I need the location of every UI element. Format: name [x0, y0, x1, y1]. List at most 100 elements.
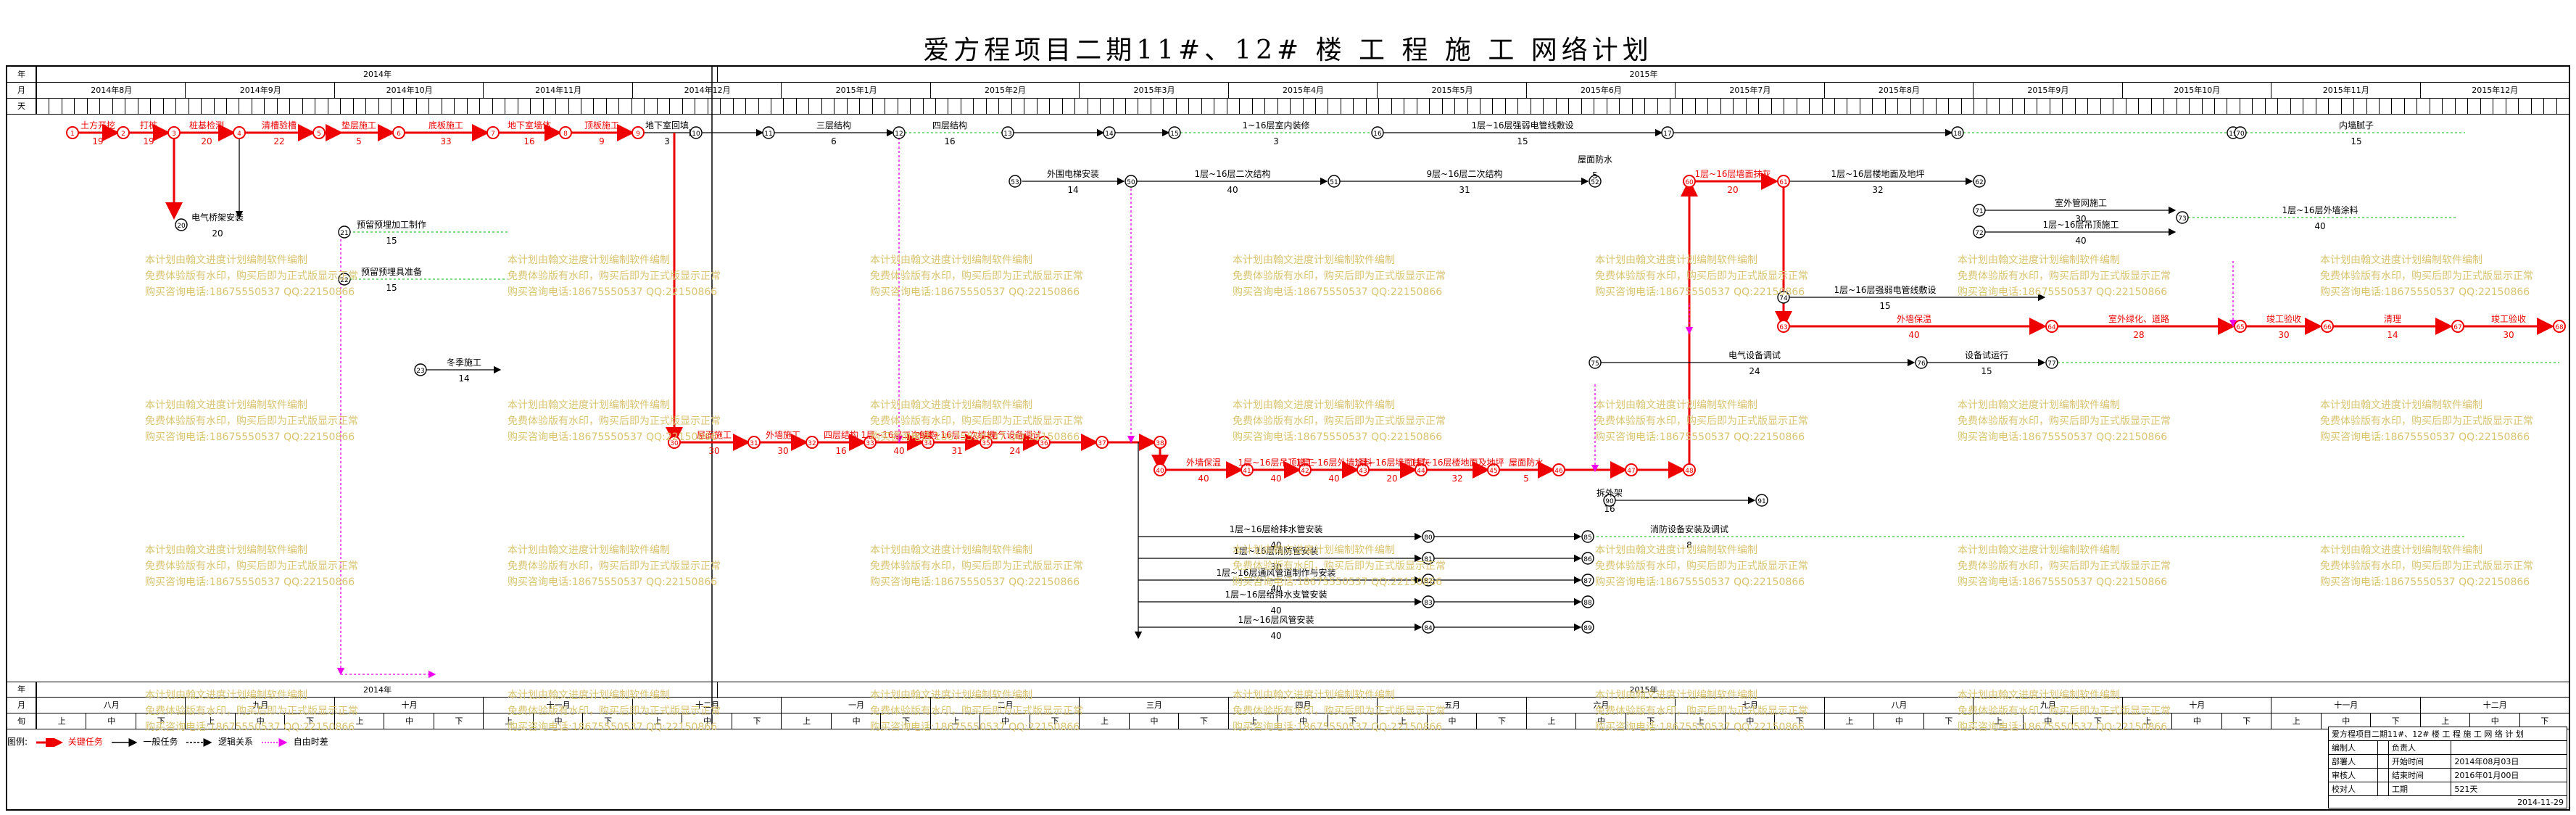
- event-node-number: 4: [237, 131, 241, 138]
- footer-month-cell: 十月: [2121, 698, 2271, 713]
- watermark-line: 购买咨询电话:18675550537 QQ:22150866: [1958, 431, 2168, 443]
- watermark-text: 本计划由翰文进度计划编制软件编制免费体验版有水印，购买后即为正式版显示正常购买咨…: [145, 542, 358, 590]
- footer-dekad-cell: 上: [1525, 713, 1576, 729]
- activity-name: 1层~16层吊顶施工: [2043, 220, 2119, 230]
- footer-month-cell: 五月: [1377, 698, 1526, 713]
- info-cell: [2377, 754, 2390, 769]
- header-day-cell: [1872, 99, 1885, 115]
- activity-duration: 40: [1227, 185, 1238, 195]
- header-day-cell: [1239, 99, 1252, 115]
- header-day-cell: [834, 99, 847, 115]
- watermark-text: 本计划由翰文进度计划编制软件编制免费体验版有水印，购买后即为正式版显示正常购买咨…: [1958, 397, 2171, 445]
- event-node: [631, 126, 645, 139]
- info-cell: 部署人: [2327, 754, 2379, 769]
- event-node-number: 52: [1591, 179, 1599, 186]
- event-node-number: 62: [1975, 179, 1983, 186]
- header-day-cell: [821, 99, 834, 115]
- header-day-cell: [505, 99, 518, 115]
- watermark-line: 免费体验版有水印，购买后即为正式版显示正常: [1595, 706, 1808, 717]
- header-day-cell: [783, 99, 796, 115]
- activity-name: 屋面防水: [1578, 154, 1612, 165]
- header-day-cell: [315, 99, 328, 115]
- event-node-number: 60: [1685, 179, 1694, 186]
- footer-dekad-cell: 下: [2370, 713, 2420, 729]
- event-node-number: 82: [1424, 578, 1432, 585]
- header-day-cell: [897, 99, 911, 115]
- footer-dekad-cell: 中: [682, 713, 732, 729]
- header-day-cell: [112, 99, 125, 115]
- footer-month-cell: 二月: [929, 698, 1080, 713]
- footer-dekad-cell: 中: [2320, 713, 2371, 729]
- activity-duration: 14: [1067, 185, 1078, 195]
- event-node-number: 71: [1975, 208, 1983, 215]
- footer-month-cell: 九月: [1973, 698, 2122, 713]
- header-day-cell: [378, 99, 392, 115]
- header-day-cell: [2416, 99, 2430, 115]
- event-node: [1487, 463, 1500, 476]
- watermark-line: 本计划由翰文进度计划编制软件编制: [1958, 255, 2120, 266]
- header-month-cell: 2015年7月: [1675, 83, 1824, 99]
- event-node-number: 1: [70, 131, 75, 138]
- event-node-number: 61: [1779, 179, 1787, 186]
- header-day-cell: [264, 99, 277, 115]
- header-day-cell: [1910, 99, 1923, 115]
- watermark-line: 本计划由翰文进度计划编制软件编制: [870, 255, 1032, 266]
- header-day-cell: [1087, 99, 1101, 115]
- watermark-line: 免费体验版有水印，购买后即为正式版显示正常: [1595, 270, 1808, 282]
- header-day-cell: [1923, 99, 1936, 115]
- header-month-cell: 2014年12月: [631, 83, 782, 99]
- event-node-number: 7: [491, 131, 495, 138]
- header-month-cell: 2015年3月: [1079, 83, 1228, 99]
- watermark-text: 本计划由翰文进度计划编制软件编制免费体验版有水印，购买后即为正式版显示正常购买咨…: [870, 397, 1083, 445]
- event-node: [1328, 175, 1341, 188]
- watermark-line: 免费体验版有水印，购买后即为正式版显示正常: [1233, 415, 1446, 427]
- event-node-number: 21: [340, 230, 348, 237]
- activity-duration: 40: [1270, 473, 1281, 484]
- event-node: [1241, 463, 1254, 476]
- watermark-line: 本计划由翰文进度计划编制软件编制: [145, 400, 307, 411]
- activity-name: 电气设备调试: [989, 429, 1041, 440]
- watermark-line: 本计划由翰文进度计划编制软件编制: [508, 255, 670, 266]
- footer-dekad-cell: 上: [1377, 713, 1427, 729]
- header-day-cell: [1555, 99, 1569, 115]
- header-day-cell: [2264, 99, 2278, 115]
- footer-dekad-cell: 下: [731, 713, 782, 729]
- event-node: [1552, 463, 1565, 476]
- header-day-cell: [365, 99, 378, 115]
- event-node-number: 9: [636, 131, 640, 138]
- header-day-cell: [2163, 99, 2177, 115]
- header-day-cell: [327, 99, 341, 115]
- event-node: [747, 436, 761, 449]
- watermark-line: 购买咨询电话:18675550537 QQ:22150866: [870, 576, 1080, 588]
- header-day-cell: [2556, 99, 2569, 115]
- activity-name: 1层~16层强弱电管线敷设: [1834, 284, 1937, 295]
- event-node: [1951, 126, 1964, 139]
- footer-dekad-cell: 上: [185, 713, 235, 729]
- event-node: [980, 436, 993, 449]
- watermark-line: 购买咨询电话:18675550537 QQ:22150866: [1233, 721, 1443, 733]
- footer-dekad-cell: 下: [1327, 713, 1378, 729]
- legend-float: 自由时差: [293, 737, 328, 747]
- watermark-line: 免费体验版有水印，购买后即为正式版显示正常: [145, 270, 358, 282]
- network-frame: [6, 65, 2570, 811]
- header-day-cell: [922, 99, 936, 115]
- watermark-line: 本计划由翰文进度计划编制软件编制: [1595, 255, 1757, 266]
- activity-duration: 14: [2387, 330, 2398, 340]
- footer-dekad-cell: 上: [631, 713, 682, 729]
- header-day-cell: [2087, 99, 2100, 115]
- event-node: [1038, 436, 1051, 449]
- header-day-cell: [2366, 99, 2380, 115]
- activity-duration: 16: [944, 136, 955, 146]
- event-node: [1973, 175, 1986, 188]
- header-day-cell: [1251, 99, 1265, 115]
- event-node-number: 46: [1554, 468, 1563, 475]
- event-node: [2321, 320, 2334, 333]
- event-node: [66, 126, 79, 139]
- event-node: [1001, 126, 1014, 139]
- header-day-label: 天: [7, 99, 36, 115]
- activity-name: 外墙施工: [766, 430, 800, 440]
- activity-duration: 40: [1908, 330, 1919, 340]
- event-node-number: 18: [1953, 131, 1962, 138]
- watermark-text: 本计划由翰文进度计划编制软件编制免费体验版有水印，购买后即为正式版显示正常购买咨…: [1958, 542, 2171, 590]
- watermark-line: 购买咨询电话:18675550537 QQ:22150866: [1233, 576, 1443, 588]
